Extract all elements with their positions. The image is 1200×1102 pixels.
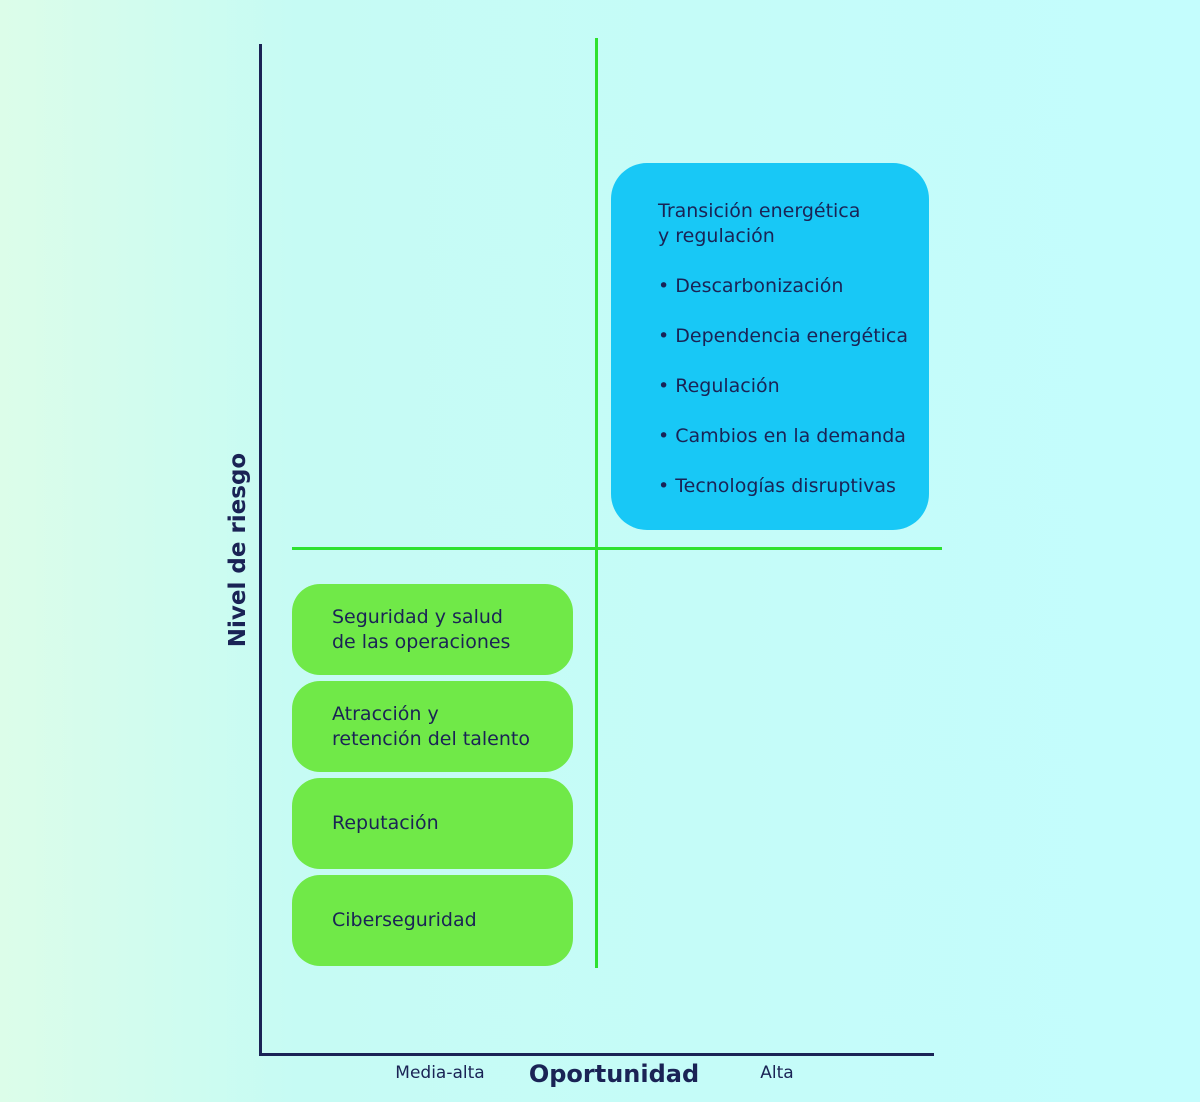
label-line: Seguridad y salud	[332, 605, 503, 628]
x-axis-label: Oportunidad	[528, 1060, 700, 1088]
bullet-item: • Tecnologías disruptivas	[658, 475, 896, 497]
medium-risk-box: Seguridad y salud de las operaciones	[292, 584, 573, 675]
box-label: Atracción y retención del talento	[332, 702, 573, 752]
bullet-item: • Cambios en la demanda	[658, 425, 906, 447]
title-line: y regulación	[658, 225, 775, 247]
bullet-item: • Descarbonización	[658, 275, 844, 297]
box-label: Seguridad y salud de las operaciones	[332, 605, 573, 655]
label-line: retención del talento	[332, 727, 530, 750]
x-axis-line	[259, 1053, 934, 1056]
medium-risk-box: Reputación	[292, 778, 573, 869]
box-label: Ciberseguridad	[332, 908, 573, 933]
medium-risk-box: Atracción y retención del talento	[292, 681, 573, 772]
bullet-item: • Dependencia energética	[658, 325, 909, 347]
y-axis-label: Nivel de riesgo	[225, 452, 251, 648]
title-line: Transición energética	[658, 200, 861, 222]
high-quadrant-box: Transición energética y regulación • Des…	[611, 163, 929, 530]
x-tick-media-alta: Media-alta	[395, 1063, 485, 1083]
horizontal-divider	[292, 547, 942, 550]
bullet-item: • Regulación	[658, 375, 780, 397]
x-tick-alta: Alta	[760, 1063, 794, 1083]
label-line: de las operaciones	[332, 630, 511, 653]
high-quadrant-title: Transición energética y regulación	[658, 199, 919, 249]
label-line: Atracción y	[332, 702, 439, 725]
box-label: Reputación	[332, 811, 573, 836]
medium-risk-box: Ciberseguridad	[292, 875, 573, 966]
label-line: Reputación	[332, 812, 439, 834]
label-line: Ciberseguridad	[332, 909, 477, 931]
vertical-divider	[595, 38, 598, 968]
y-axis-line	[259, 44, 262, 1056]
